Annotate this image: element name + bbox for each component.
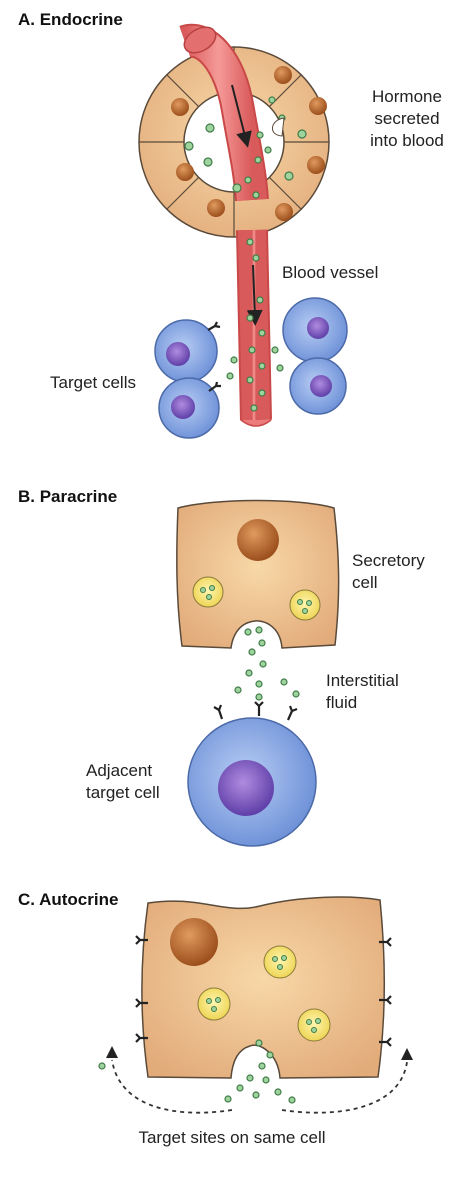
receptors-endocrine (207, 321, 221, 392)
gland-granules (184, 123, 307, 193)
label-target-cells: Target cells (50, 373, 136, 392)
label-interstitial-fluid: Interstitial fluid (326, 671, 399, 712)
dashed-arrow-left (111, 1059, 233, 1114)
panel-b-title: B. Paracrine (18, 487, 118, 506)
hormone-granules-autocrine (98, 1039, 296, 1104)
autocrine-cell (141, 896, 386, 1079)
hormone-granules-paracrine (234, 626, 300, 701)
target-cell-lower-left (158, 377, 220, 439)
target-cell-upper-right (282, 297, 348, 363)
label-secretory-cell: Secretory cell (352, 551, 425, 592)
flow-arrow-lower (246, 264, 263, 326)
adjacent-target-cell (187, 717, 317, 847)
label-blood-vessel: Blood vessel (282, 263, 379, 282)
arrowhead-right (401, 1048, 413, 1060)
secretory-cell (176, 499, 340, 649)
target-cell-lower-right (289, 357, 347, 415)
receptors-paracrine (213, 701, 298, 721)
receptors-autocrine (135, 935, 392, 1047)
panel-a-title: A. Endocrine (18, 10, 123, 29)
flow-arrow-upper (231, 84, 252, 148)
label-hormone-secreted: Hormone secreted into blood (370, 87, 444, 150)
dashed-arrow-right (281, 1061, 408, 1114)
label-target-sites: Target sites on same cell (138, 1128, 326, 1147)
label-adjacent-target-cell: Adjacent target cell (86, 761, 160, 802)
blood-vessel (179, 23, 272, 427)
arrowhead-left (106, 1046, 118, 1058)
panel-c-title: C. Autocrine (18, 890, 119, 909)
